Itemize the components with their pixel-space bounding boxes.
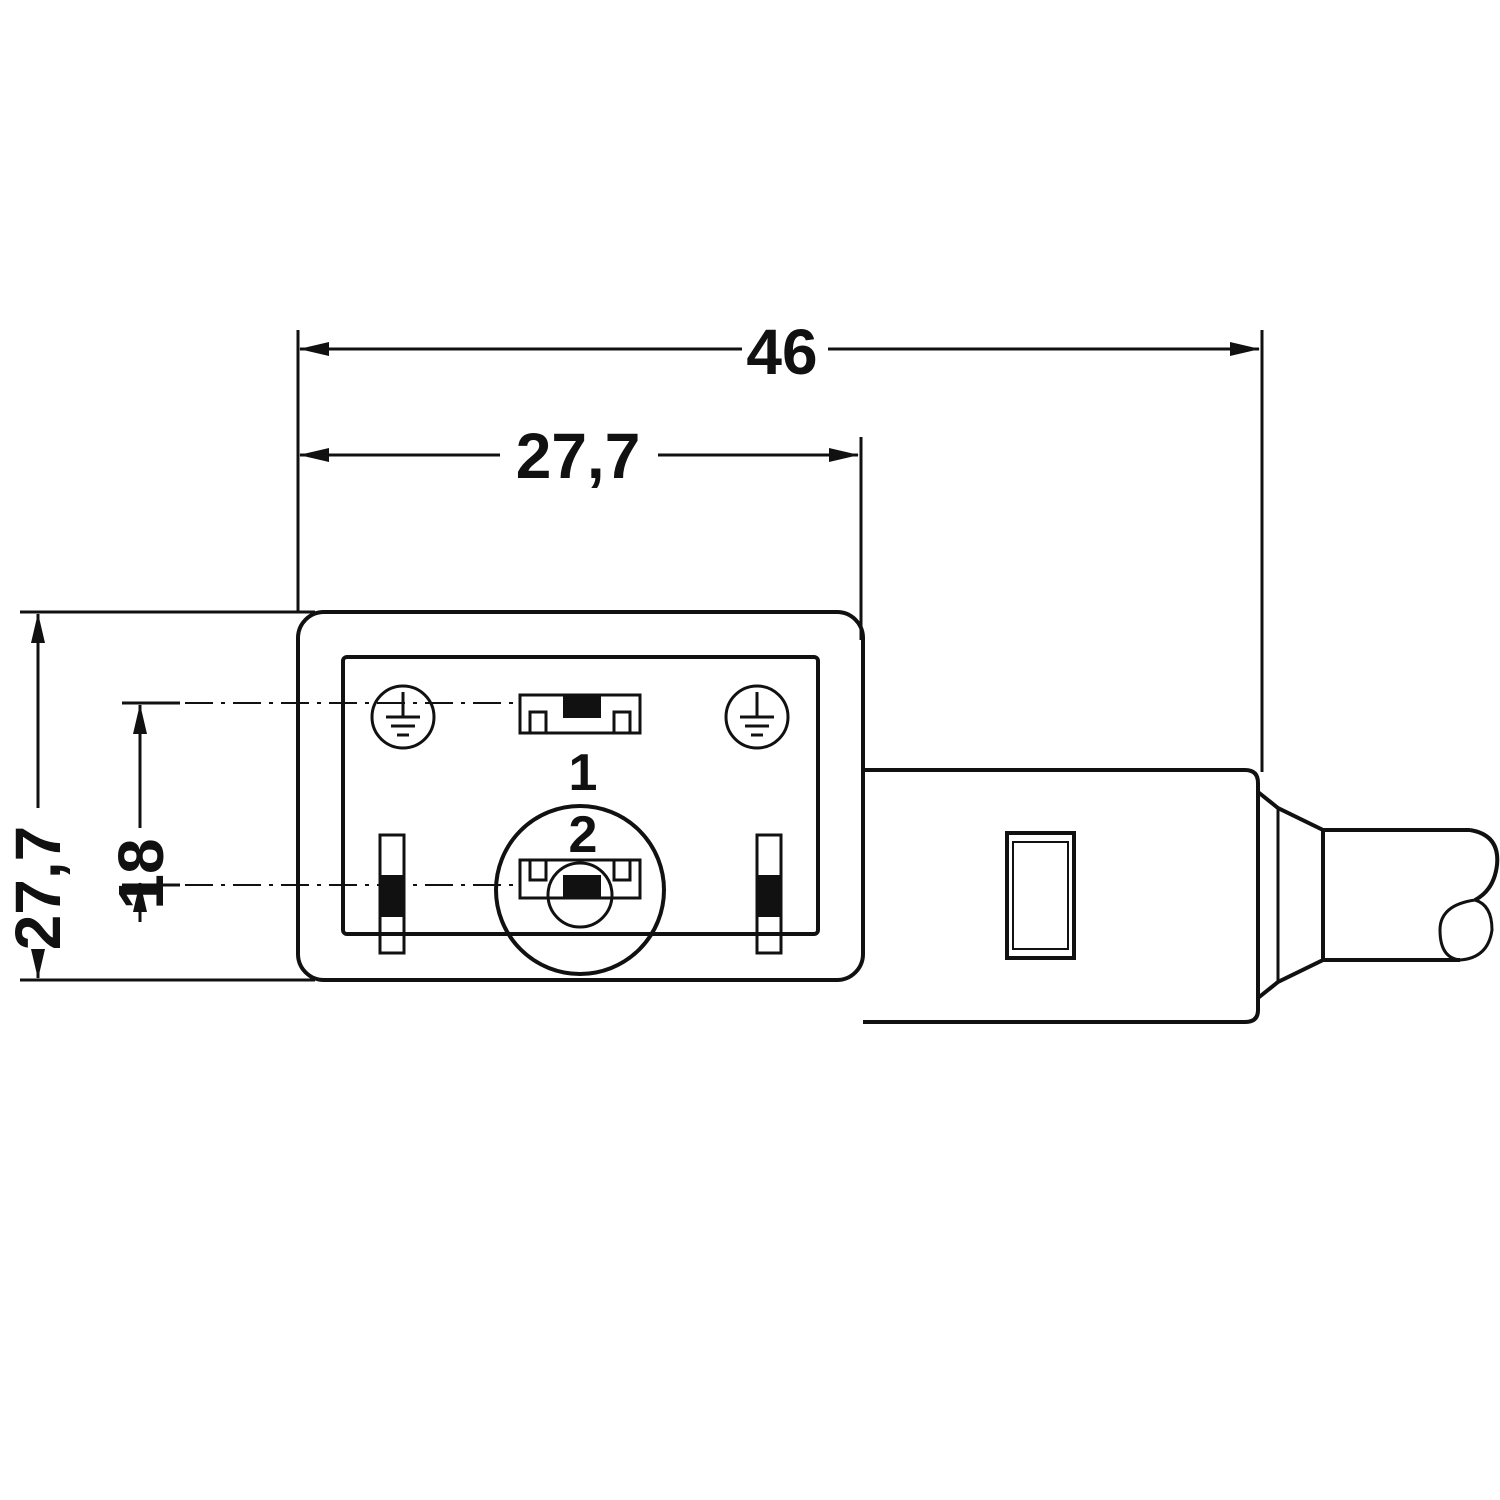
pin-2-label: 2 <box>569 806 598 864</box>
dimension-overall-length: 46 <box>299 316 1260 388</box>
dimension-housing-width: 27,7 <box>299 420 859 492</box>
dimension-label-27-7-vertical: 27,7 <box>2 826 74 951</box>
dimension-pin-spacing: 18 <box>105 704 177 922</box>
center-lines <box>185 702 520 886</box>
side-contact-left <box>378 833 406 955</box>
dimension-label-46: 46 <box>746 316 817 388</box>
pin-1-contact <box>518 693 642 735</box>
ground-symbol-right-icon <box>724 684 790 750</box>
pin-1-label: 1 <box>569 744 598 802</box>
ground-symbol-left-icon <box>370 684 436 750</box>
side-contact-right <box>755 833 783 955</box>
extension-lines <box>20 330 1264 982</box>
cable-gland <box>1256 790 1325 1000</box>
cable <box>1323 828 1500 962</box>
center-screw <box>494 804 666 976</box>
dimension-housing-height: 27,7 <box>2 613 74 979</box>
connector-housing <box>296 610 865 982</box>
dimension-label-27-7-horizontal: 27,7 <box>516 420 641 492</box>
connector-body <box>863 768 1260 1024</box>
pin-2-contact <box>518 858 642 900</box>
dimension-label-18: 18 <box>105 838 177 909</box>
